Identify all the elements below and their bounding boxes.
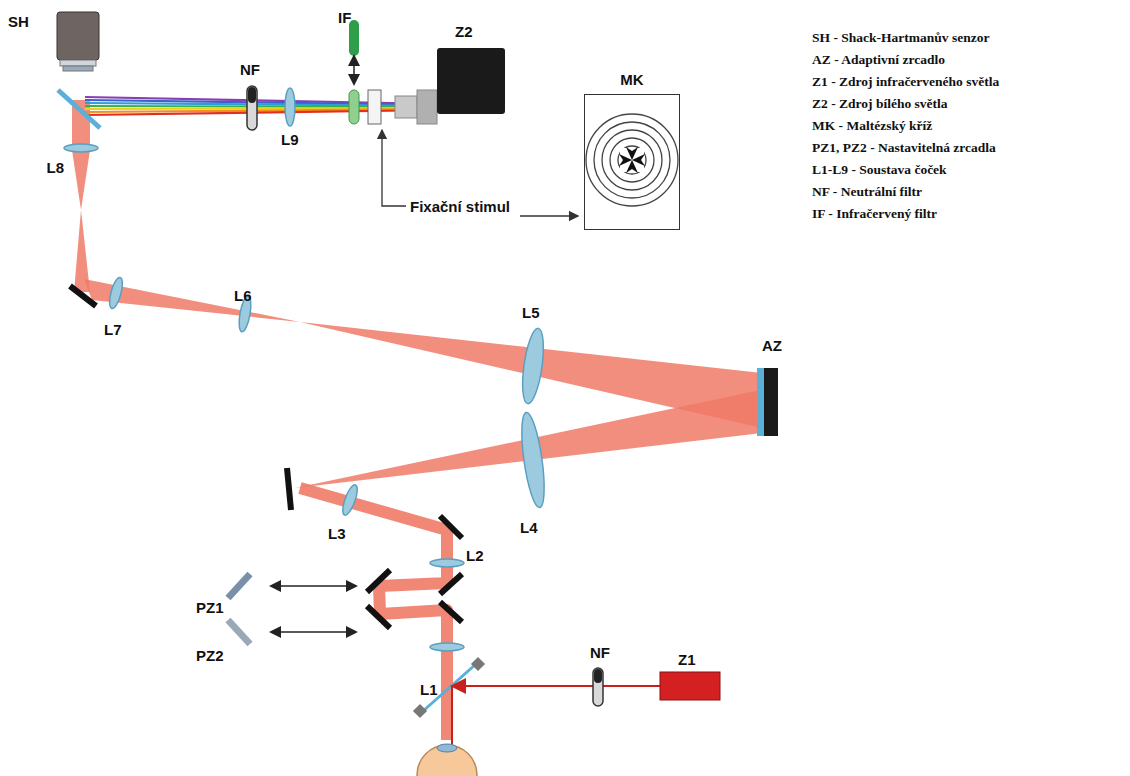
legend-line: L1-L9 - Soustava čoček (812, 163, 947, 178)
part-label: L3 (328, 526, 346, 543)
legend-line: Z2 - Zdroj bílého světla (812, 97, 948, 112)
part-label: SH (8, 14, 29, 31)
legend-line: AZ - Adaptivní zrcadlo (812, 53, 945, 68)
part-label: Fixační stimul (410, 199, 510, 216)
legend-line: PZ1, PZ2 - Nastavitelná zrcadla (812, 141, 996, 156)
part-label: L9 (281, 132, 299, 149)
legend-line: IF - Infračervený filtr (812, 207, 937, 222)
part-label: L7 (104, 322, 122, 339)
part-label: L4 (520, 520, 538, 537)
legend-line: NF - Neutrální filtr (812, 185, 922, 200)
legend-line: MK - Maltézský kříž (812, 119, 932, 134)
box-heading: MK (585, 71, 679, 88)
part-label: IF (338, 10, 351, 27)
part-label: Z2 (455, 24, 473, 41)
part-label: L8 (46, 160, 64, 177)
part-label: Z1 (678, 652, 696, 669)
part-label: L6 (234, 288, 252, 305)
part-label: NF (240, 62, 260, 79)
part-label: NF (590, 645, 610, 662)
part-label: L5 (522, 305, 540, 322)
stimulus-box: MK (584, 94, 680, 230)
part-label: PZ1 (196, 600, 224, 617)
part-label: L1 (420, 682, 438, 699)
legend-line: SH - Shack-Hartmanův senzor (812, 31, 989, 46)
part-label: AZ (762, 338, 782, 355)
legend-line: Z1 - Zdroj infračerveného světla (812, 75, 999, 90)
part-label: PZ2 (196, 648, 224, 665)
part-label: L2 (466, 548, 484, 565)
